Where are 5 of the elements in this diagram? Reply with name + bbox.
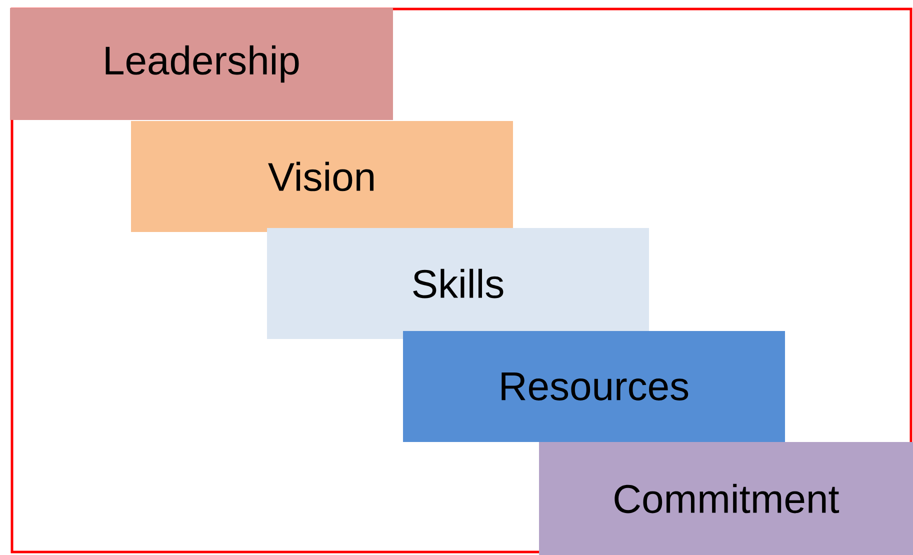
step-box: Skills <box>267 228 649 339</box>
step-box: Vision <box>131 121 513 232</box>
step-box: Commitment <box>539 442 913 555</box>
step-box: Leadership <box>10 8 393 120</box>
step-box: Resources <box>403 331 785 442</box>
